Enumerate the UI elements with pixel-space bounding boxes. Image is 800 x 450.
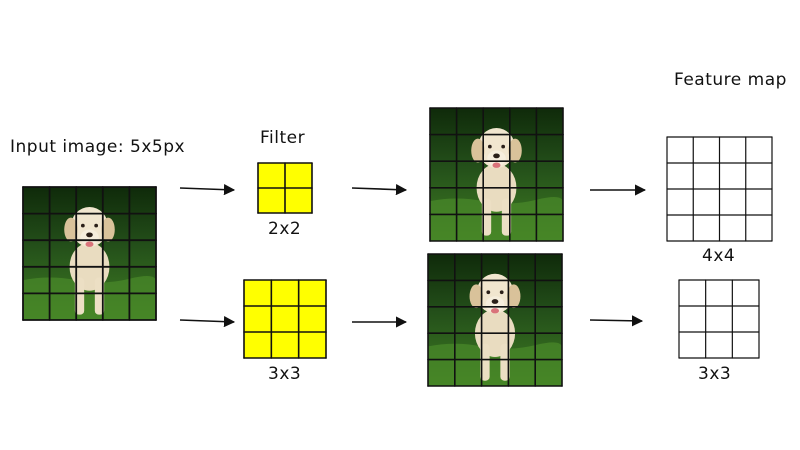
filter-title: Filter [260, 128, 306, 148]
filter-3x3-grid [243, 279, 327, 359]
input-image-title: Input image: 5x5px [10, 137, 186, 157]
input-image [22, 186, 157, 321]
conv-image-bottom [427, 253, 563, 387]
arrow-input-to-filter-large [179, 316, 236, 328]
filter-2x2-grid [257, 162, 313, 214]
filter-3x3-label: 3x3 [268, 364, 302, 384]
arrow-input-to-filter-small [179, 184, 236, 196]
filter-2x2-label: 2x2 [268, 219, 302, 239]
conv-top-grid [429, 107, 564, 242]
conv-image-top [429, 107, 564, 242]
conv-bottom-grid [427, 253, 563, 387]
feature-map-3x3 [678, 279, 760, 359]
filter-2x2 [257, 162, 313, 214]
input-grid [22, 186, 157, 321]
feature-map-title: Feature map [674, 70, 787, 90]
feature-map-3x3-label: 3x3 [698, 364, 732, 384]
arrow-filter-small-to-conv [351, 184, 408, 196]
arrows [179, 184, 647, 328]
arrow-conv-to-feature-bottom [589, 315, 644, 327]
filter-3x3 [243, 279, 327, 359]
filter-3x3-fill [244, 280, 326, 358]
feature-map-4x4 [666, 136, 773, 242]
feature-map-4x4-label: 4x4 [702, 246, 736, 266]
